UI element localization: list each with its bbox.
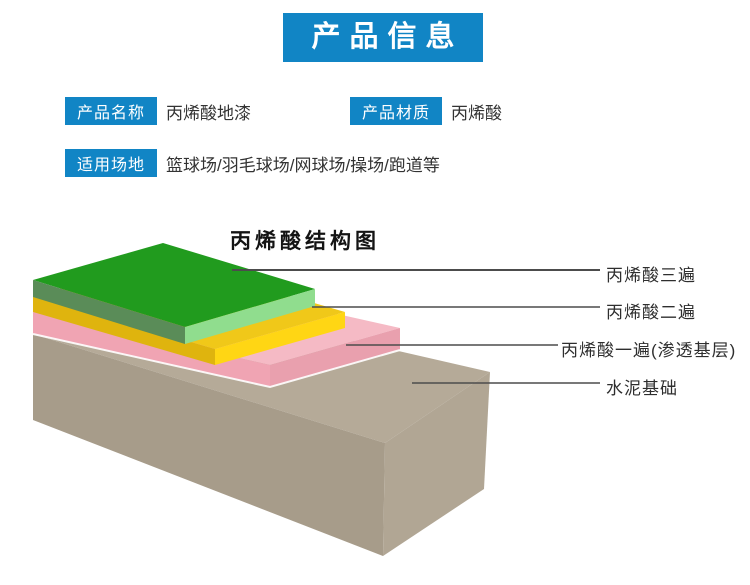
diagram-title: 丙烯酸结构图 xyxy=(230,230,380,253)
cement-base-front-face xyxy=(33,334,385,556)
coat3-right-face xyxy=(185,289,315,344)
field-value-applicable-venues: 篮球场/羽毛球场/网球场/操场/跑道等 xyxy=(166,155,440,175)
field-applicable-venues: 适用场地 篮球场/羽毛球场/网球场/操场/跑道等 xyxy=(65,149,440,177)
field-value-product-material: 丙烯酸 xyxy=(451,103,502,123)
callout-coat2: 丙烯酸二遍 xyxy=(606,303,696,322)
coat2-front-face xyxy=(33,296,215,365)
field-label-product-name: 产品名称 xyxy=(65,97,157,125)
product-info-banner: 产品信息 xyxy=(283,13,483,62)
coat3-front-face xyxy=(33,280,185,344)
field-value-product-name: 丙烯酸地漆 xyxy=(166,103,251,123)
callout-coat1: 丙烯酸一遍(渗透基层) xyxy=(561,341,737,360)
banner-title: 产品信息 xyxy=(311,21,464,53)
callout-cement-base: 水泥基础 xyxy=(606,379,678,398)
field-label-product-material: 产品材质 xyxy=(350,97,442,125)
cement-base-right-face xyxy=(383,372,490,556)
field-product-material: 产品材质 丙烯酸 xyxy=(350,97,502,125)
field-product-name: 产品名称 丙烯酸地漆 xyxy=(65,97,251,125)
coat1-right-face xyxy=(270,328,400,387)
field-label-applicable-venues: 适用场地 xyxy=(65,149,157,177)
coat1-front-face xyxy=(33,312,270,387)
coat1-bottom-highlight-edge xyxy=(32,333,401,389)
coat3-top-face xyxy=(33,243,315,327)
coat2-right-face xyxy=(215,312,345,365)
callout-coat3: 丙烯酸三遍 xyxy=(606,266,696,285)
